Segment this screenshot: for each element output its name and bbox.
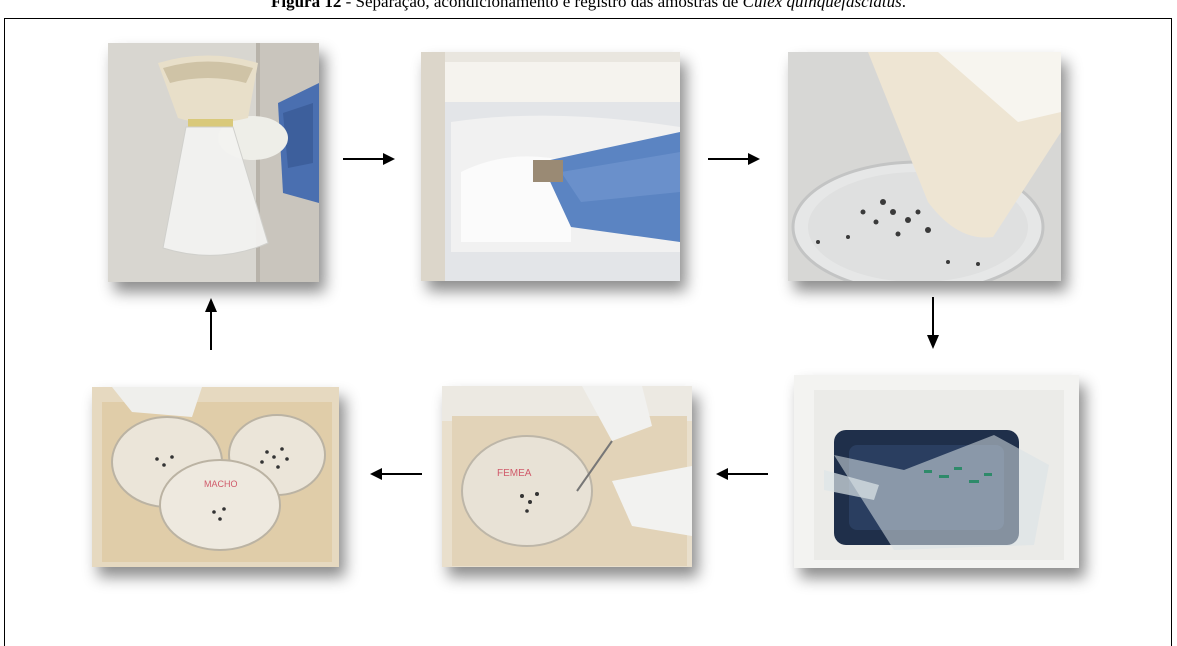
caption-end: . [902, 0, 906, 11]
dish-label-femea: FEMEA [497, 468, 532, 479]
photo-step-4 [794, 375, 1079, 568]
photo-step-1 [108, 43, 319, 282]
arrow-left-icon [716, 468, 768, 480]
arrow-left-icon [370, 468, 422, 480]
mosquitoes-poured-into-petri-dish-icon [788, 52, 1061, 281]
photo-step-5: FEMEA [442, 386, 692, 567]
photo-step-3 [788, 52, 1061, 281]
bag-placed-in-freezer-icon [421, 52, 680, 281]
figure-frame-right [1171, 18, 1172, 646]
labeled-petri-dishes-in-styrofoam-box-icon: MACHO [92, 387, 339, 567]
caption-separator: - [341, 0, 355, 11]
photo-step-2 [421, 52, 680, 281]
mesh-bag-held-by-gloved-hand-icon [108, 43, 319, 282]
dish-label-macho: MACHO [204, 479, 238, 489]
petri-dish-sorting-with-tweezers-icon: FEMEA [442, 386, 692, 567]
arrow-down-icon [926, 297, 940, 349]
arrow-right-icon [708, 153, 760, 165]
figure-label: Figura 12 [271, 0, 341, 11]
figure-frame-left [4, 18, 5, 646]
arrow-right-icon [343, 153, 395, 165]
photo-step-6: MACHO [92, 387, 339, 567]
arrow-up-icon [204, 298, 218, 350]
figure-frame-top [4, 18, 1172, 19]
sealed-bag-on-ice-pack-in-styrofoam-box-icon [794, 375, 1079, 568]
caption-species: Culex quinquefasciatus [743, 0, 902, 11]
caption-text: Separação, acondicionamento e registro d… [356, 0, 743, 11]
figure-caption: Figura 12 - Separação, acondicionamento … [0, 0, 1177, 12]
